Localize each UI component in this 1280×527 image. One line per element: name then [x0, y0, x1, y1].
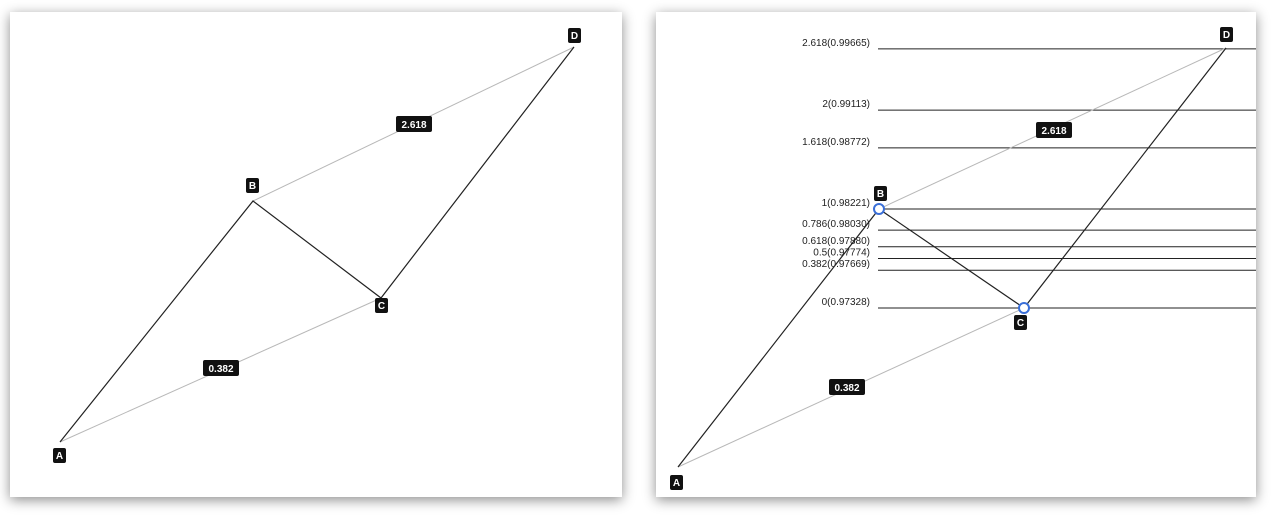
fib-level-label: 2(0.99113)	[822, 99, 870, 110]
left-pattern-path	[59, 46, 575, 443]
left-ratio-bd-label: 2.618	[396, 116, 432, 132]
fib-level-label: 2.618(0.99665)	[802, 38, 870, 49]
left-point-a-label: A	[53, 448, 66, 463]
fib-levels-group: 2.618(0.99665) 2(0.99113) 1.618(0.98772) 1(…	[802, 38, 1256, 309]
svg-text:2.618: 2.618	[1041, 126, 1066, 137]
fib-level-label: 1(0.98221)	[822, 198, 870, 209]
svg-text:0.382: 0.382	[208, 364, 233, 375]
svg-text:B: B	[877, 189, 884, 200]
left-diagram-panel: 0.382 2.618 A B C D	[10, 12, 622, 497]
right-point-c-label: C	[1014, 315, 1027, 330]
right-point-d-label: D	[1220, 27, 1233, 42]
right-ratio-bd-label: 2.618	[1036, 122, 1072, 138]
left-point-c-label: C	[375, 298, 388, 313]
svg-text:A: A	[673, 478, 680, 489]
left-point-b-label: B	[246, 178, 259, 193]
right-point-c-handle[interactable]	[1018, 302, 1030, 314]
svg-text:C: C	[1017, 318, 1024, 329]
fib-level-label: 1.618(0.98772)	[802, 137, 870, 148]
left-point-d-label: D	[568, 28, 581, 43]
svg-text:D: D	[571, 31, 578, 42]
svg-text:A: A	[56, 451, 63, 462]
left-diagram-svg: 0.382 2.618 A B C D	[53, 28, 581, 463]
fib-level-label: 0.618(0.97880)	[802, 236, 870, 247]
right-point-b-label: B	[874, 186, 887, 201]
fib-level-label: 0.5(0.97774)	[813, 248, 870, 259]
svg-text:B: B	[249, 181, 256, 192]
right-diagram-svg: 2.618(0.99665) 2(0.99113) 1.618(0.98772) 1(…	[670, 27, 1256, 490]
right-pattern-path	[677, 47, 1227, 468]
fib-level-label: 0(0.97328)	[822, 297, 870, 308]
svg-text:D: D	[1223, 30, 1230, 41]
right-point-b-handle[interactable]	[873, 203, 885, 215]
svg-text:0.382: 0.382	[834, 383, 859, 394]
right-point-a-label: A	[670, 475, 683, 490]
right-diagram-panel: 2.618(0.99665) 2(0.99113) 1.618(0.98772) 1(…	[656, 12, 1256, 497]
right-ratio-ac-label: 0.382	[829, 379, 865, 395]
svg-text:2.618: 2.618	[401, 120, 426, 131]
left-ratio-ac-label: 0.382	[203, 360, 239, 376]
fib-level-label: 0.786(0.98030)	[802, 219, 870, 230]
svg-text:C: C	[378, 301, 385, 312]
